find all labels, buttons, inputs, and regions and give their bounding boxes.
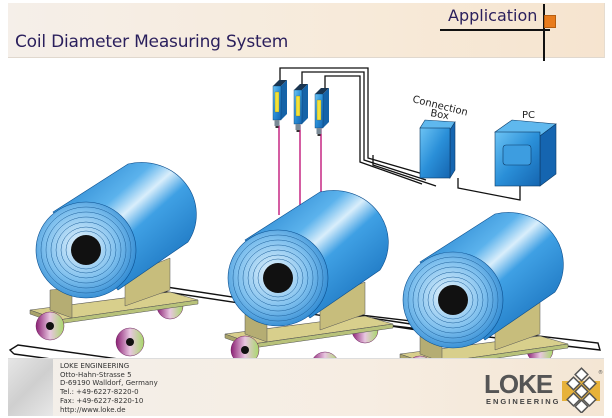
sensor-1-icon — [272, 79, 288, 129]
accent-square-icon — [544, 15, 556, 28]
section-label: Application — [448, 6, 538, 25]
footer: LOKE ENGINEERING Otto-Hahn-Strasse 5 D-6… — [8, 358, 604, 416]
header-divider-horizontal — [440, 29, 550, 31]
footer-photo — [8, 359, 53, 416]
company-address: LOKE ENGINEERING Otto-Hahn-Strasse 5 D-6… — [60, 362, 158, 414]
company-city: D-69190 Walldorf, Germany — [60, 379, 158, 388]
pc-label: PC — [522, 110, 535, 121]
company-street: Otto-Hahn-Strasse 5 — [60, 370, 132, 379]
coil-1-icon — [35, 161, 197, 299]
coil-measuring-diagram: Connection Box PC — [8, 67, 601, 360]
company-fax: Fax: +49-6227-8220-10 — [60, 396, 144, 405]
company-website[interactable]: http://www.loke.de — [60, 405, 126, 414]
header-divider-vertical — [543, 4, 545, 61]
company-phone: Tel.: +49-6227-8220-0 — [60, 388, 139, 397]
company-name: LOKE ENGINEERING — [60, 362, 130, 370]
page-title: Coil Diameter Measuring System — [15, 32, 289, 52]
pc-cable — [457, 178, 521, 201]
sensor-2-icon — [293, 83, 309, 133]
logo-wordmark: LOKE — [484, 369, 553, 399]
header-band — [8, 3, 605, 58]
logo-knot-icon: ® — [562, 367, 603, 413]
logo-registered-mark: ® — [598, 369, 603, 376]
connection-box-icon — [419, 119, 456, 180]
logo-subtitle: ENGINEERING — [486, 397, 561, 406]
pc-icon — [494, 119, 557, 187]
sensor-3-icon — [314, 87, 330, 137]
sensor-cables — [279, 67, 437, 187]
connection-box-label-line2: Box — [429, 108, 449, 122]
loke-logo: LOKE ENGINEERING ® — [484, 367, 604, 413]
